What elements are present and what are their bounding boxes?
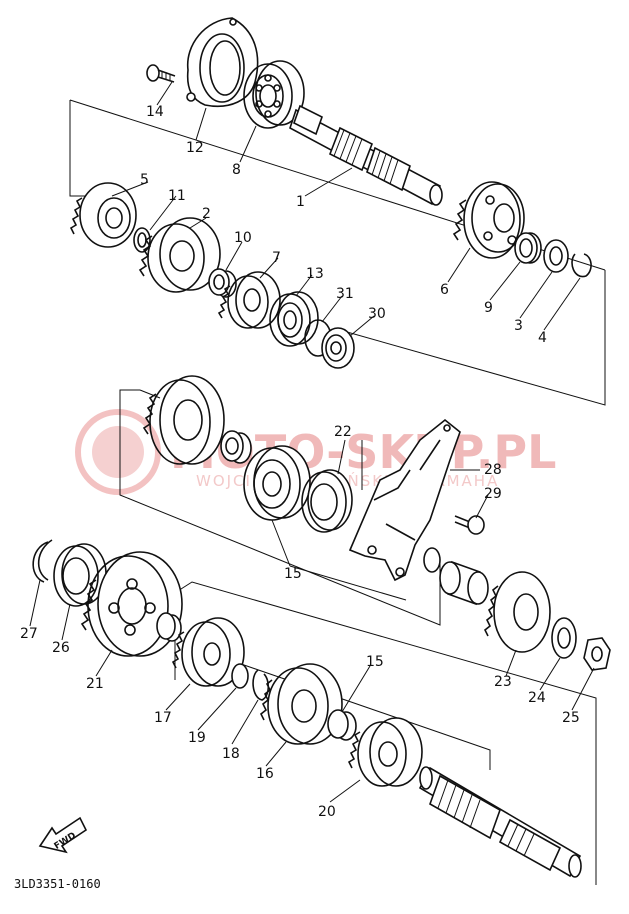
part-24-washer [551, 617, 577, 659]
callout-15-lower: 15 [366, 654, 384, 670]
part-5-gear [69, 182, 137, 248]
callout-28: 28 [484, 462, 502, 478]
part-10-collar [208, 268, 237, 298]
part-20-gear [347, 717, 423, 787]
callout-8: 8 [232, 162, 241, 178]
part-12-retainer [186, 17, 259, 107]
callout-31: 31 [336, 286, 354, 302]
part-8-bearing [243, 60, 305, 129]
part-13-bearing [269, 291, 319, 347]
callout-2: 2 [202, 206, 211, 222]
fwd-arrow-icon: FWD [38, 816, 88, 854]
callout-25: 25 [562, 710, 580, 726]
leader-lines [29, 81, 595, 803]
callout-17: 17 [154, 710, 172, 726]
part-25-nut [583, 637, 611, 671]
callout-3: 3 [514, 318, 523, 334]
callout-18: 18 [222, 746, 240, 762]
callout-22: 22 [334, 424, 352, 440]
part-3-washer [543, 239, 569, 273]
part-17-gear [171, 617, 245, 687]
part-7-gear [217, 271, 281, 329]
callout-1: 1 [296, 194, 305, 210]
callout-23: 23 [494, 674, 512, 690]
callout-29: 29 [484, 486, 502, 502]
callout-12: 12 [186, 140, 204, 156]
callout-7: 7 [272, 250, 281, 266]
part-19-washer [231, 663, 249, 689]
part-27-circlip [32, 539, 53, 583]
part-28-bracket [348, 418, 461, 582]
part-4-circlip [571, 253, 592, 278]
part-11-washer [133, 227, 151, 253]
part-1-main-axle [289, 104, 443, 206]
callout-numbers: 14 12 8 1 5 11 2 10 7 13 31 30 6 9 3 4 2… [20, 104, 580, 820]
callout-21: 21 [86, 676, 104, 692]
callout-16: 16 [256, 766, 274, 782]
drive-axle [418, 766, 582, 878]
callout-5: 5 [140, 172, 149, 188]
callout-4: 4 [538, 330, 547, 346]
callout-19: 19 [188, 730, 206, 746]
part-29-bolt [454, 515, 485, 535]
middle-gear [142, 375, 225, 465]
callout-6: 6 [440, 282, 449, 298]
middle-bearing [243, 445, 311, 521]
callout-30: 30 [368, 306, 386, 322]
callout-26: 26 [52, 640, 70, 656]
part-2-gear [138, 217, 221, 293]
part-18-circlip [252, 669, 270, 701]
part-30-oil-seal [321, 327, 355, 369]
lower-collar-a [156, 612, 182, 642]
part-26-bearing [53, 543, 107, 607]
callout-11: 11 [168, 188, 186, 204]
callout-27: 27 [20, 626, 38, 642]
middle-right-collar [439, 560, 489, 606]
middle-o-ring [423, 547, 441, 573]
part-6-gear [452, 181, 525, 259]
part-23-gear [483, 571, 551, 653]
part-16-gear [259, 663, 343, 745]
drawing-code: 3LD3351-0160 [14, 877, 101, 891]
callout-10: 10 [234, 230, 252, 246]
callout-13: 13 [306, 266, 324, 282]
callout-24: 24 [528, 690, 546, 706]
callout-15-middle: 15 [284, 566, 302, 582]
part-9-collar [514, 232, 542, 264]
part-14-screw [146, 64, 176, 83]
middle-collar [220, 430, 252, 464]
part-22-oil-seal [301, 469, 353, 533]
callout-14: 14 [146, 104, 164, 120]
part-15-lower-collar [327, 709, 357, 741]
callout-20: 20 [318, 804, 336, 820]
callout-9: 9 [484, 300, 493, 316]
